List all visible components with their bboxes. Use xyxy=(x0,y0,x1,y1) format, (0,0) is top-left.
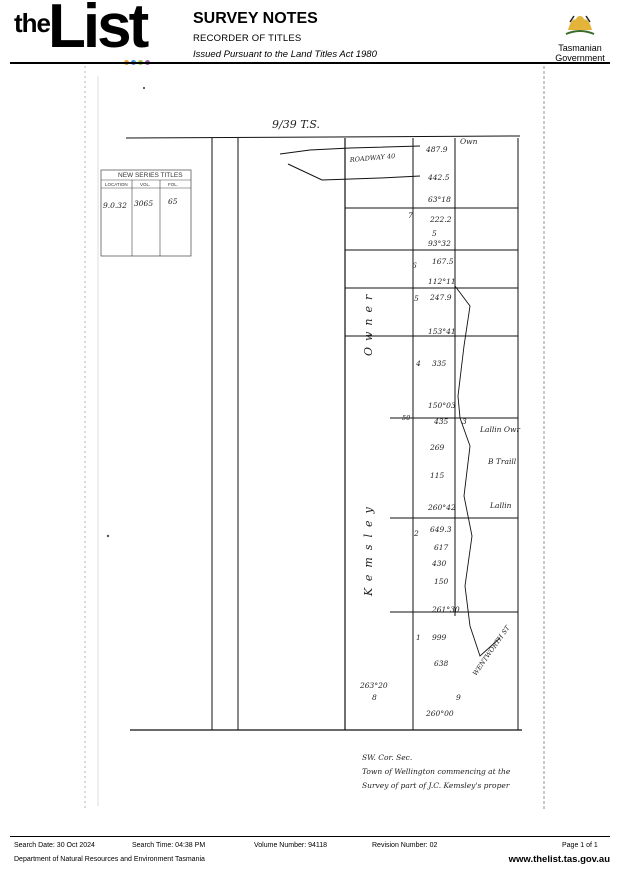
plan-ref: 9/39 T.S. xyxy=(272,118,320,131)
tasmanian-government-logo: Tasmanian Government xyxy=(545,8,615,63)
dimension: 222.2 xyxy=(429,215,452,224)
logo-the: the xyxy=(14,8,51,38)
gov-line1: Tasmanian xyxy=(558,43,602,53)
survey-plan-scan: 9/39 T.S. NEW SERIES TITLES xyxy=(60,66,560,810)
note-line: SW. Cor. Sec. xyxy=(362,753,412,762)
lot-number: 2 xyxy=(413,529,419,538)
table-col-location: LOCATION xyxy=(105,182,128,187)
dimension: 260°00 xyxy=(425,709,454,718)
title-block: SURVEY NOTES RECORDER OF TITLES Issued P… xyxy=(193,10,377,60)
side-name: Lallin Owr xyxy=(479,425,520,434)
dimension: 442.5 xyxy=(427,173,450,182)
lot-number: 8 xyxy=(372,693,377,702)
dimension: 247.9 xyxy=(429,293,452,302)
dimension: 261°30 xyxy=(431,605,460,614)
lot-number: 9 xyxy=(456,693,461,702)
lot-number: 4 xyxy=(415,359,421,368)
dimensions: 487.9 442.5 63°18 222.2 5 93°32 167.5 11… xyxy=(359,145,460,718)
dimension: 112°11 xyxy=(428,277,456,286)
table-vol-value: 3065 xyxy=(134,199,153,208)
table-header: NEW SERIES TITLES xyxy=(118,172,183,179)
footer-rule xyxy=(10,836,610,837)
lot-numbers: 7 6 5 4 3 2 1 8 9 xyxy=(372,211,467,702)
plan-notes: SW. Cor. Sec. Town of Wellington commenc… xyxy=(362,753,511,790)
volume-number: Volume Number: 94118 xyxy=(254,842,328,849)
lot-number: 1 xyxy=(416,633,421,642)
lot-number: 6 xyxy=(412,261,417,270)
kemsley-vertical-label: Kemsley xyxy=(362,500,375,597)
dimension: 167.5 xyxy=(432,257,454,266)
table-location-value: 9.0.32 xyxy=(103,201,127,210)
note-line: Survey of part of J.C. Kemsley's proper xyxy=(362,781,510,790)
page-subtitle: RECORDER OF TITLES xyxy=(193,33,302,44)
department: Department of Natural Resources and Envi… xyxy=(14,856,205,863)
table-col-fol: FOL. xyxy=(168,182,178,187)
page-count: Page 1 of 1 xyxy=(562,842,598,849)
dimension: 430 xyxy=(431,559,447,568)
dimension: 335 xyxy=(432,359,447,368)
dimension: 153°41 xyxy=(428,327,456,336)
side-name: B Traill xyxy=(487,457,517,466)
dimension: 617 xyxy=(434,543,449,552)
table-col-vol: VOL. xyxy=(140,182,150,187)
dimension: 638 xyxy=(434,659,449,668)
header-rule xyxy=(10,62,610,64)
gov-line2: Government xyxy=(555,53,605,63)
dimension: 93°32 xyxy=(428,239,451,248)
dimension: 999 xyxy=(432,633,447,642)
lot-number: 7 xyxy=(408,211,413,220)
crest-icon xyxy=(565,15,595,35)
note-line: Town of Wellington commencing at the xyxy=(362,767,511,776)
issued-line: Issued Pursuant to the Land Titles Act 1… xyxy=(193,49,377,60)
side-name: Lallin xyxy=(489,501,512,510)
dimension: 115 xyxy=(430,471,445,480)
dimension: 150°03 xyxy=(428,401,456,410)
dimension: 269 xyxy=(429,443,445,452)
dimension: 63°18 xyxy=(428,195,451,204)
road-label: ROADWAY 40 xyxy=(348,152,395,164)
header: the List SURVEY NOTES RECORDER OF TITLES… xyxy=(0,0,622,65)
dimension: 487.9 xyxy=(425,145,448,154)
new-series-titles-table: NEW SERIES TITLES LOCATION VOL. FOL. 9.0… xyxy=(100,169,192,257)
dimension: 649.3 xyxy=(430,525,452,534)
street-label: WENTWORTH ST xyxy=(471,624,512,678)
dimension: 5 xyxy=(432,229,437,238)
owner-top-label: Own xyxy=(460,137,478,146)
dimension: 435 xyxy=(433,417,449,426)
lot-number: 3 xyxy=(462,417,467,426)
logo-list: List xyxy=(48,0,149,61)
dimension: 150 xyxy=(434,577,449,586)
search-time: Search Time: 04:38 PM xyxy=(132,842,206,849)
owner-vertical-label: Owner xyxy=(362,289,375,356)
revision-number: Revision Number: 02 xyxy=(372,842,438,849)
page-title: SURVEY NOTES xyxy=(193,10,318,27)
table-fol-value: 65 xyxy=(168,197,178,206)
thelist-logo[interactable]: the List xyxy=(14,0,154,65)
dimension: 260°42 xyxy=(427,503,456,512)
lot-number: 5 xyxy=(414,294,419,303)
dimension: 50 xyxy=(402,414,410,422)
search-date: Search Date: 30 Oct 2024 xyxy=(14,842,95,849)
dimension: 263°20 xyxy=(359,681,388,690)
site-url[interactable]: www.thelist.tas.gov.au xyxy=(508,854,610,865)
survey-plan-drawing: 9/39 T.S. NEW SERIES TITLES xyxy=(84,66,545,810)
